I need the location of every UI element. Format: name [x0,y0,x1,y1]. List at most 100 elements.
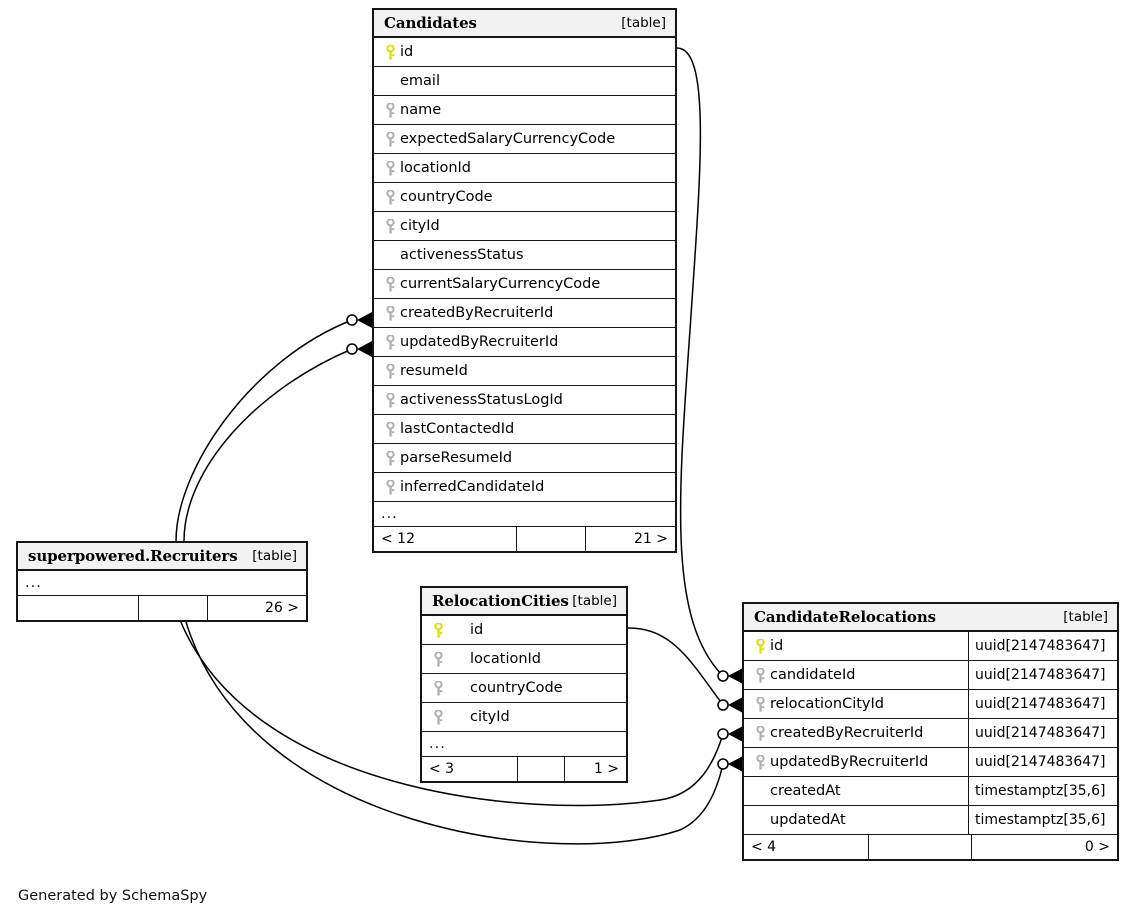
table-footer-relocationcities: < 3 1 > [422,757,626,781]
footer-middle-cell[interactable] [868,835,972,859]
key-icon-foreign [381,189,400,205]
key-icon-foreign [381,392,400,408]
key-icon-foreign [381,363,400,379]
key-icon-foreign [381,421,400,437]
column-type-cell: timestamptz[35,6] [968,806,1117,834]
column-name-cell: name [374,96,675,124]
column-name-cell: locationId [374,154,675,182]
footer-outgoing-count[interactable]: 26 > [265,600,299,616]
table-type-tag: [table] [1063,609,1108,625]
column-label: updatedByRecruiterId [400,333,559,350]
key-icon-foreign [751,754,770,770]
footer-middle-cell[interactable] [517,757,565,781]
cardinality-many-marker [728,668,743,684]
column-name-cell: resumeId [374,357,675,385]
table-row[interactable]: countryCode [422,674,626,703]
column-name-cell: cityId [422,703,626,731]
key-icon-foreign [381,218,400,234]
key-icon-foreign [429,709,448,725]
table-row[interactable]: updatedAt timestamptz[35,6] [744,806,1117,835]
column-label: candidateId [770,666,856,683]
footer-incoming-count[interactable] [18,596,138,620]
footer-outgoing-count[interactable]: 0 > [1084,839,1110,855]
column-label: currentSalaryCurrencyCode [400,275,601,292]
table-row[interactable]: id [374,38,675,67]
table-row[interactable]: locationId [374,154,675,183]
column-label: updatedAt [770,811,846,828]
table-row[interactable]: createdByRecruiterId [374,299,675,328]
cardinality-zero-marker [346,343,358,355]
table-type-tag: [table] [572,593,617,609]
column-name-cell: parseResumeId [374,444,675,472]
footer-outgoing-count[interactable]: 1 > [593,761,619,777]
table-row[interactable]: parseResumeId [374,444,675,473]
table-row[interactable]: cityId [374,212,675,241]
rel-recruiters-candidates-created [175,312,372,542]
column-name-cell: id [744,632,968,660]
table-header-candidates: Candidates[table] [374,10,675,38]
diagram-caption: Generated by SchemaSpy [18,888,208,904]
column-name-cell: locationId [422,645,626,673]
table-title: CandidateRelocations [754,608,936,626]
relationship-line [676,47,724,677]
table-header-candidaterelocations: CandidateRelocations [table] [744,604,1117,632]
cardinality-many-marker [357,341,372,357]
table-row[interactable]: email [374,67,675,96]
relationship-line [627,627,724,706]
table-row[interactable]: activenessStatusLogId [374,386,675,415]
footer-incoming-count[interactable]: < 3 [429,761,455,777]
column-name-cell: cityId [374,212,675,240]
table-footer-candidaterelocations: < 4 0 > [744,835,1117,859]
footer-middle-cell[interactable] [516,527,586,551]
table-row[interactable]: countryCode [374,183,675,212]
column-name-cell: candidateId [744,661,968,689]
column-label: cityId [400,217,440,234]
table-recruiters[interactable]: superpowered.Recruiters[table]...26 > [16,541,308,622]
footer-incoming-count[interactable]: < 12 [381,531,415,547]
table-row[interactable]: expectedSalaryCurrencyCode [374,125,675,154]
key-icon-foreign [381,334,400,350]
column-type-cell: uuid[2147483647] [968,632,1117,660]
relationship-line [175,319,353,542]
table-row[interactable]: id [422,616,626,645]
table-row[interactable]: name [374,96,675,125]
table-row[interactable]: locationId [422,645,626,674]
column-name-cell: expectedSalaryCurrencyCode [374,125,675,153]
table-row[interactable]: lastContactedId [374,415,675,444]
footer-outgoing-count[interactable]: 21 > [634,531,668,547]
table-row[interactable]: updatedByRecruiterId [374,328,675,357]
table-row[interactable]: activenessStatus [374,241,675,270]
column-name-cell: relocationCityId [744,690,968,718]
table-row[interactable]: currentSalaryCurrencyCode [374,270,675,299]
key-icon-foreign [381,450,400,466]
table-footer-candidates: < 12 21 > [374,527,675,551]
key-icon-primary [429,622,448,638]
column-name-cell: createdByRecruiterId [744,719,968,747]
table-row[interactable]: resumeId [374,357,675,386]
column-label: parseResumeId [400,449,513,466]
column-label: resumeId [400,362,468,379]
column-name-cell: countryCode [374,183,675,211]
column-name-cell: id [422,616,626,644]
column-label: name [400,101,442,118]
footer-middle-cell[interactable] [138,596,208,620]
column-label: createdByRecruiterId [400,304,554,321]
footer-incoming-count[interactable]: < 4 [751,839,777,855]
column-name-cell: createdAt [744,777,968,805]
table-row[interactable]: inferredCandidateId [374,473,675,502]
table-row[interactable]: cityId [422,703,626,732]
key-icon-primary [751,638,770,654]
column-name-cell: email [374,67,675,95]
column-name-cell: updatedByRecruiterId [744,748,968,776]
